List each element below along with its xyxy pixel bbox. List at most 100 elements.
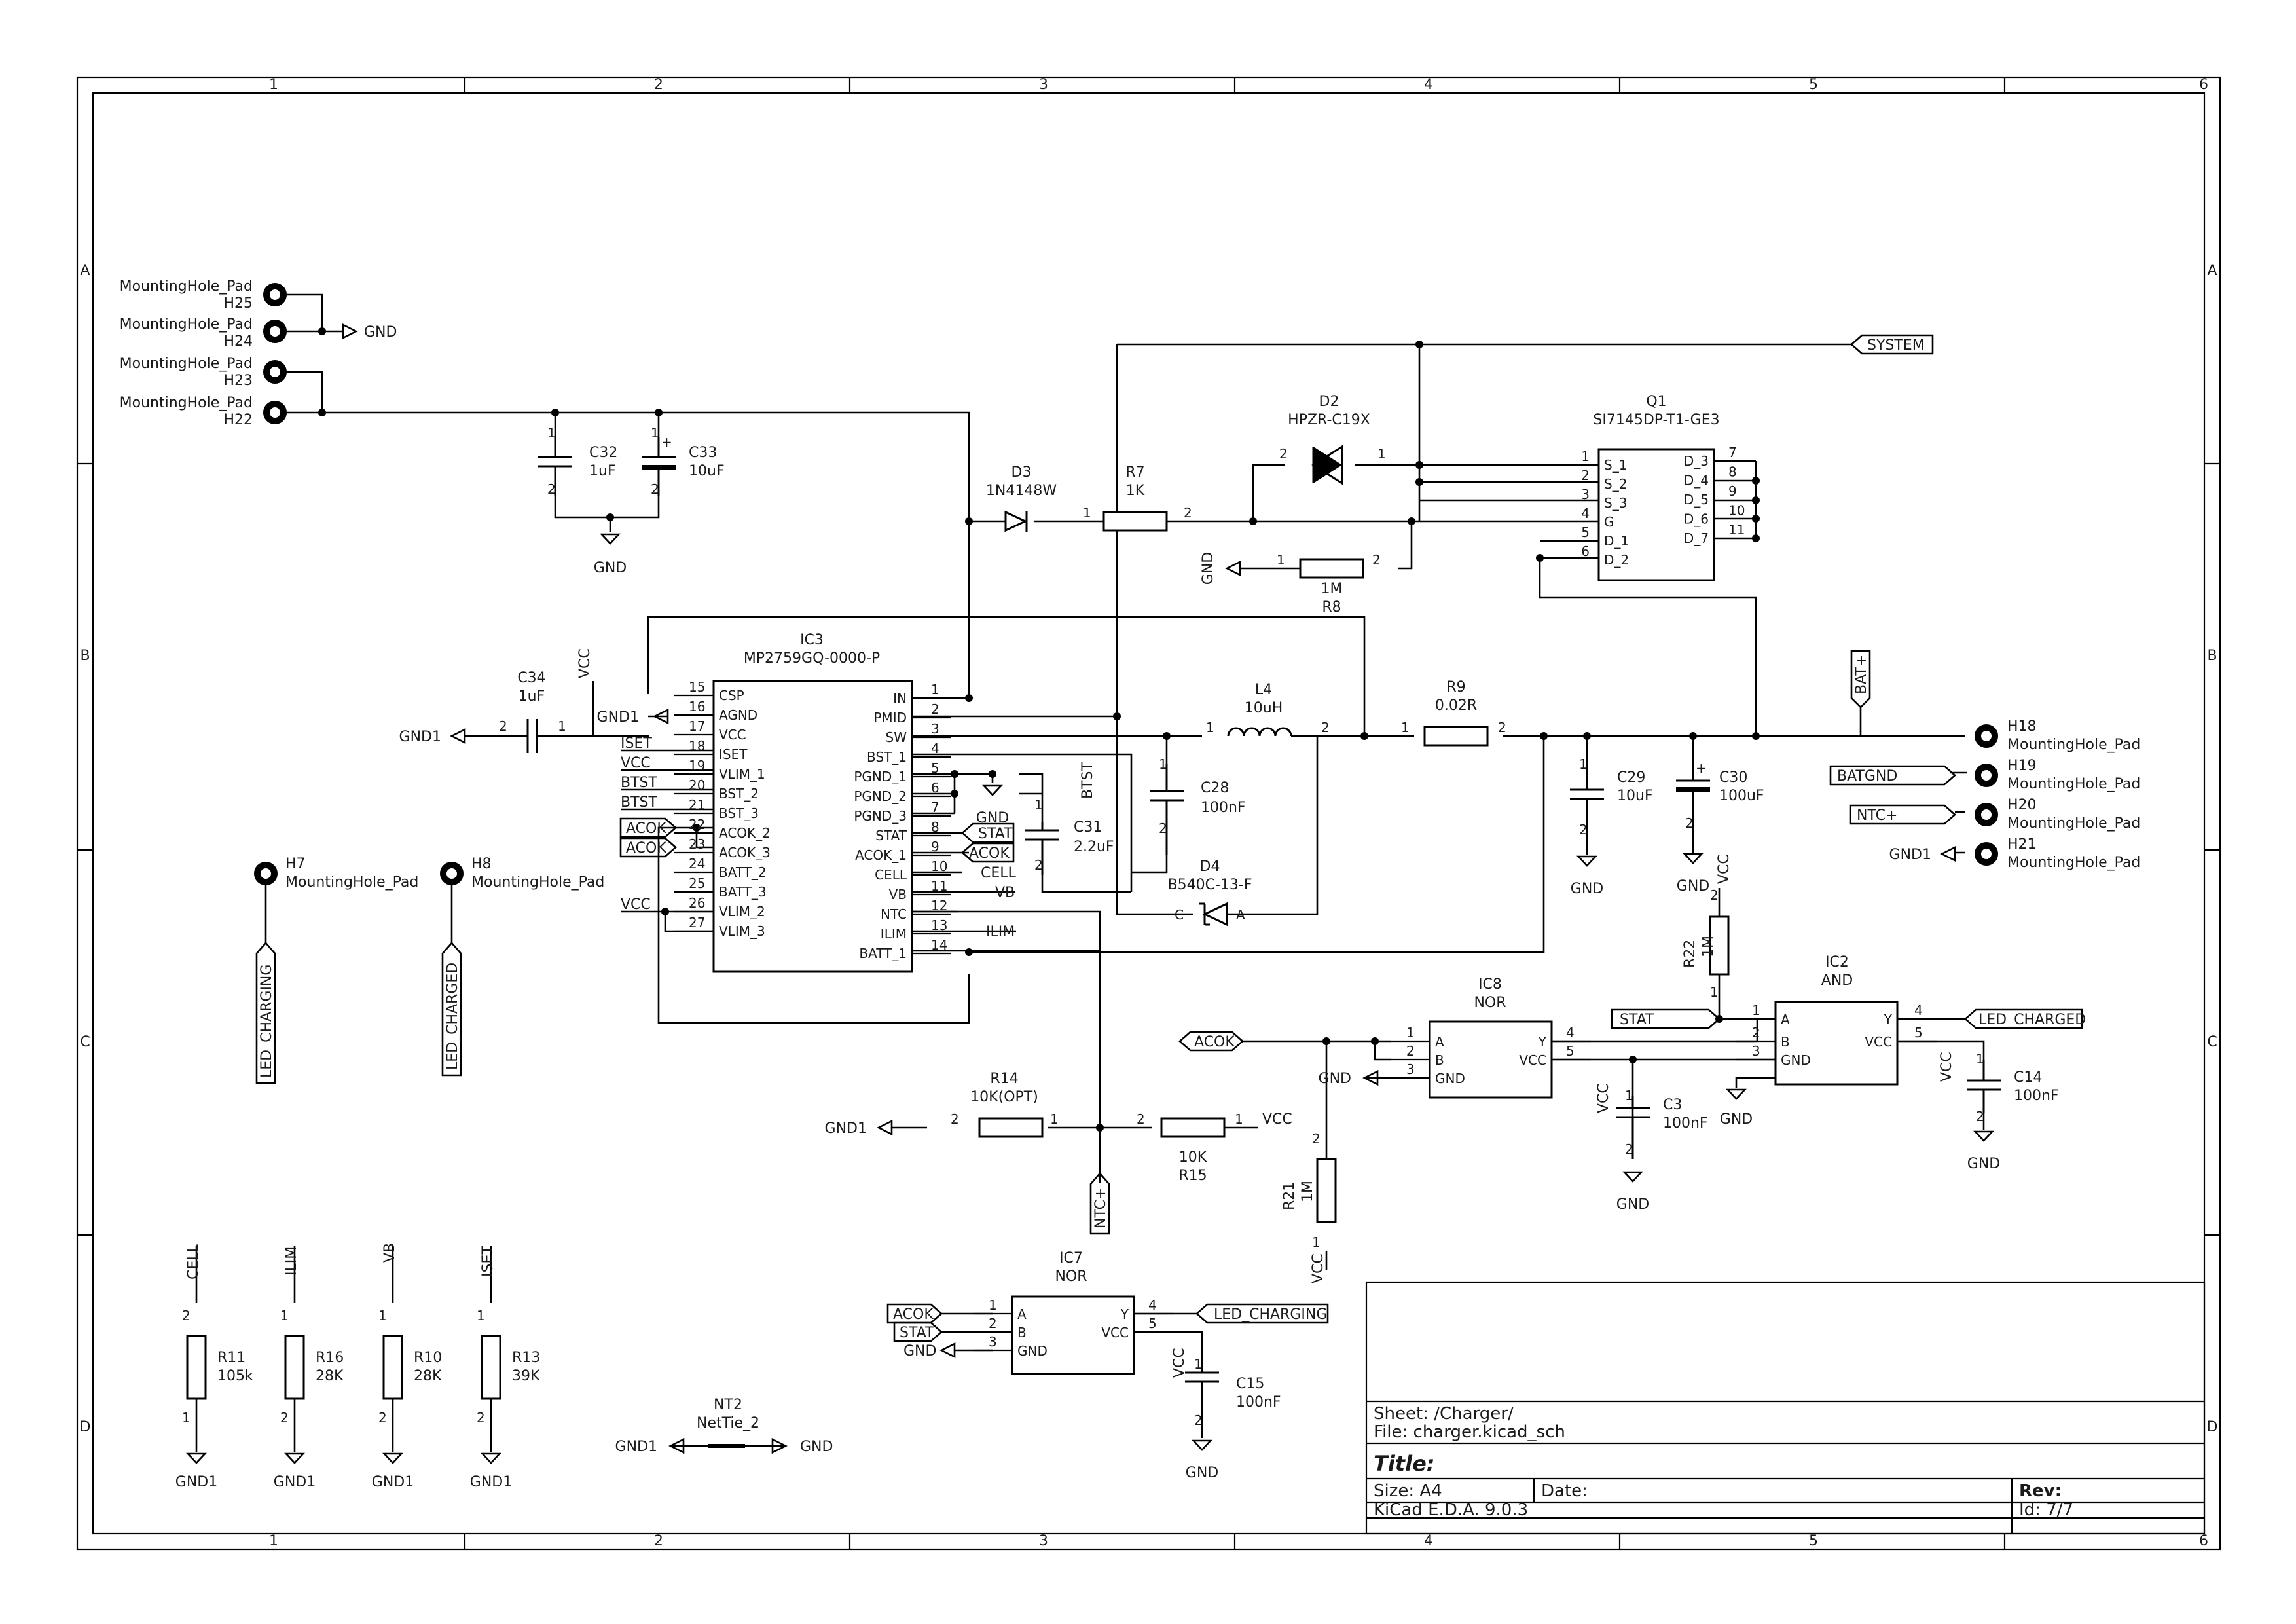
svg-text:L4: L4 — [1255, 682, 1272, 698]
svg-text:1: 1 — [1579, 756, 1588, 772]
row-label-c: C — [80, 1034, 90, 1050]
mounting-hole-h22: MountingHole_Pad H22 — [120, 395, 287, 428]
svg-text:C33: C33 — [689, 445, 717, 461]
svg-text:H8: H8 — [471, 856, 492, 872]
ic3-pin-number: 25 — [689, 876, 705, 891]
svg-text:2: 2 — [989, 1316, 997, 1331]
svg-text:A: A — [1017, 1306, 1027, 1322]
ic3-pin-name: PGND_1 — [854, 769, 907, 784]
svg-text:C15: C15 — [1236, 1376, 1264, 1392]
svg-text:5: 5 — [1148, 1316, 1157, 1331]
col-label-3-bottom: 3 — [1039, 1533, 1048, 1549]
svg-text:IC3: IC3 — [800, 632, 824, 648]
col-label-1-bottom: 1 — [269, 1533, 278, 1549]
net-label-ntc-plus-right: NTC+ — [1849, 804, 1956, 825]
svg-text:10uF: 10uF — [689, 463, 725, 479]
net-label-stat-ic3: STAT — [961, 822, 1015, 843]
ic3-pin-name: PGND_3 — [854, 808, 907, 824]
ic3-pin-number: 8 — [931, 819, 939, 835]
svg-text:R15: R15 — [1178, 1168, 1207, 1184]
svg-text:MountingHole_Pad: MountingHole_Pad — [471, 874, 604, 891]
ic3-pin-number: 22 — [689, 817, 705, 832]
gnd-label-r8: GND — [1200, 552, 1216, 585]
ic3-pin-number: 19 — [689, 758, 705, 773]
svg-text:1: 1 — [1976, 1051, 1984, 1067]
svg-text:1K: 1K — [1126, 483, 1145, 499]
net-label-led-charging-h7: LED_CHARGING — [255, 942, 276, 1084]
ic3-pin-name: BATT_3 — [719, 884, 767, 900]
svg-text:SI7145DP-T1-GE3: SI7145DP-T1-GE3 — [1593, 412, 1719, 428]
ic3-pin-name: BST_3 — [719, 805, 759, 821]
svg-text:BTST: BTST — [1080, 762, 1096, 799]
diode-d3: D3 1N4148W — [986, 464, 1057, 532]
svg-text:CELL: CELL — [981, 865, 1017, 881]
resistor-r11: 21 R11 105k — [182, 1308, 253, 1426]
ic3-pin-number: 9 — [931, 839, 939, 855]
ic3-pin-number: 26 — [689, 895, 705, 911]
ic3-pin-name: AGND — [719, 707, 757, 723]
svg-text:10uH: 10uH — [1245, 700, 1283, 716]
ic3-pin-number: 2 — [931, 701, 939, 717]
ic3-pin-number: 18 — [689, 738, 705, 754]
svg-text:5: 5 — [1566, 1043, 1575, 1059]
svg-text:2: 2 — [1194, 1412, 1203, 1428]
gnd-label-h24: GND — [364, 324, 397, 341]
gnd1-label-r13: GND1 — [470, 1474, 512, 1490]
vcc-label-c15: VCC — [1171, 1348, 1188, 1378]
svg-text:GND: GND — [1435, 1071, 1465, 1086]
title-block-size: Size: A4 — [1374, 1481, 1442, 1501]
gnd1-label-nt2: GND1 — [615, 1439, 657, 1455]
svg-text:MountingHole_Pad: MountingHole_Pad — [2007, 855, 2140, 871]
capacitor-c15: 12 C15 100nF — [1185, 1350, 1281, 1428]
svg-text:MountingHole_Pad: MountingHole_Pad — [120, 278, 253, 295]
svg-text:ACOK: ACOK — [969, 845, 1010, 862]
svg-text:R13: R13 — [512, 1350, 540, 1366]
svg-text:1: 1 — [1406, 1025, 1415, 1041]
svg-text:R14: R14 — [990, 1071, 1018, 1087]
svg-text:2: 2 — [1685, 815, 1694, 831]
q1-pin-number: 7 — [1728, 445, 1737, 460]
svg-text:28K: 28K — [414, 1368, 442, 1384]
svg-text:28K: 28K — [316, 1368, 344, 1384]
svg-text:R8: R8 — [1322, 599, 1341, 616]
mounting-hole-h24: MountingHole_Pad H24 — [120, 316, 287, 350]
logic-gate-ic7: IC7 NOR 1 2 3 4 5 A B GND Y VCC — [973, 1250, 1173, 1375]
svg-text:4: 4 — [1148, 1297, 1157, 1313]
net-label-acok-ic3-9: ACOK — [961, 842, 1015, 863]
svg-text:ISET: ISET — [621, 735, 652, 752]
q1-pin-name: S_1 — [1604, 457, 1627, 473]
svg-text:NTC+: NTC+ — [1857, 807, 1897, 824]
net-label-acok-ic7: ACOK — [886, 1303, 943, 1324]
capacitor-c33: + 12 C33 10uF — [642, 425, 725, 497]
gnd-label-c30: GND — [1677, 878, 1709, 895]
ic3-pin-name: ILIM — [881, 926, 907, 942]
net-label-iset-r13: ISET — [480, 1246, 496, 1277]
svg-text:1uF: 1uF — [519, 688, 545, 705]
svg-text:1: 1 — [1277, 552, 1285, 568]
svg-text:C32: C32 — [589, 445, 617, 461]
svg-text:2: 2 — [1372, 552, 1381, 568]
ic3-pin-name: NTC — [881, 906, 907, 922]
svg-text:2: 2 — [499, 718, 507, 734]
svg-text:C29: C29 — [1617, 769, 1645, 786]
q1-pin-name: D_7 — [1684, 530, 1709, 546]
svg-text:LED_CHARGED: LED_CHARGED — [1978, 1012, 2086, 1028]
svg-text:4: 4 — [1914, 1003, 1923, 1018]
title-block-date: Date: — [1541, 1481, 1588, 1501]
resistor-r13: 12 R13 39K — [477, 1308, 540, 1426]
svg-text:2: 2 — [1752, 1025, 1760, 1041]
ic3-pin-number: 17 — [689, 718, 705, 734]
resistor-r10: 12 R10 28K — [378, 1308, 442, 1426]
svg-text:NOR: NOR — [1055, 1268, 1087, 1285]
svg-text:Y: Y — [1538, 1034, 1547, 1050]
svg-text:H20: H20 — [2007, 797, 2037, 813]
net-label-btst-ic3-20: BTST — [621, 775, 657, 791]
svg-text:C14: C14 — [2014, 1069, 2042, 1086]
q1-pin-name: D_3 — [1684, 453, 1709, 469]
ic3-pin-name: ISET — [719, 747, 748, 762]
logic-gate-ic2: IC2 AND 1 2 3 4 5 A B GND Y VCC — [1736, 954, 1937, 1086]
svg-text:C28: C28 — [1201, 780, 1229, 796]
